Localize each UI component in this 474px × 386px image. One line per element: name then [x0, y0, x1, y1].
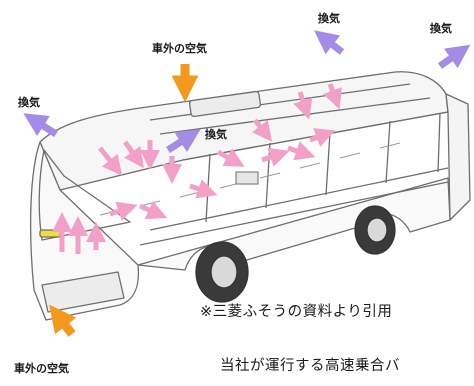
headlight	[39, 229, 61, 238]
front-bumper	[41, 271, 125, 313]
ventilation-label-top-right: 換気	[318, 12, 340, 25]
front-wheel-rim	[210, 255, 238, 289]
ventilation-label-left: 換気	[18, 96, 40, 109]
airflow-arrow	[216, 148, 245, 167]
airflow-arrow	[287, 141, 316, 161]
exhaust-arrow-top-right	[314, 30, 345, 55]
roof-ac-unit	[188, 90, 262, 118]
airflow-arrow	[323, 83, 342, 110]
intake-arrow-bottom	[49, 304, 77, 337]
outside-air-label-top: 車外の空気	[152, 42, 207, 55]
airflow-arrow	[122, 140, 144, 169]
airflow-arrow	[309, 128, 336, 147]
internal-airflow-arrows	[52, 83, 342, 254]
intake-arrows	[49, 64, 199, 337]
interior-box	[235, 171, 259, 185]
rear-wheel-rim	[366, 217, 388, 243]
ventilation-label-far-right: 換気	[430, 22, 452, 35]
side-beltline-2	[139, 181, 449, 246]
exhaust-arrow-center	[166, 129, 201, 153]
exhaust-arrows	[23, 30, 471, 153]
source-credit: ※三菱ふそうの資料より引用	[200, 304, 393, 320]
bus-body	[29, 71, 471, 321]
airflow-arrow	[251, 118, 273, 142]
airflow-arrow	[293, 91, 313, 120]
exhaust-arrow-far-right	[437, 44, 471, 69]
body-text-fragment: 当社が運行する高速乗合バ	[220, 358, 400, 374]
bus-rear	[445, 93, 471, 221]
airflow-arrow	[189, 179, 218, 199]
airflow-arrow	[109, 201, 138, 221]
side-beltline	[149, 167, 449, 231]
outside-air-label-bottom: 車外の空気	[14, 362, 69, 375]
airflow-arrow	[138, 200, 168, 220]
exhaust-arrow-left	[23, 113, 58, 137]
airflow-arrow	[261, 147, 290, 167]
wheels	[195, 205, 396, 303]
ventilation-label-center: 換気	[205, 128, 227, 141]
airflow-arrow	[98, 146, 123, 176]
